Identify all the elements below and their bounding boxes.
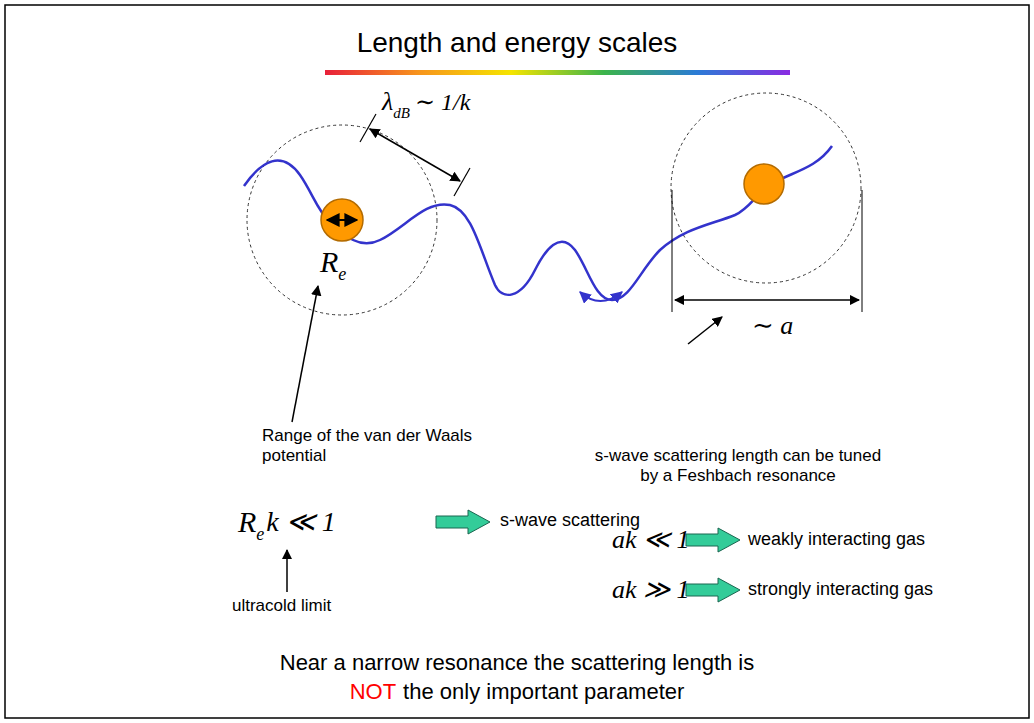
wavelength-symbol: λ — [382, 86, 393, 117]
conclusion-text: the only important parameter — [403, 679, 684, 705]
result-text: strongly interacting gas — [748, 579, 933, 601]
condition-formula: ak ≫ 1 — [612, 574, 690, 605]
result-text: weakly interacting gas — [748, 529, 925, 551]
leader-arrow — [292, 286, 318, 422]
callout-text: Range of the van der Waals potential — [262, 426, 497, 467]
subscript: e — [256, 524, 264, 546]
scattering-arrow — [580, 292, 622, 301]
atom — [321, 199, 363, 241]
wavelength-tick — [360, 114, 376, 142]
wave-function — [244, 146, 832, 300]
subscript: dB — [393, 104, 410, 122]
note-text: ultracold limit — [232, 596, 331, 616]
wavelength-arrow — [370, 129, 460, 181]
implies-arrow — [436, 510, 490, 534]
subscript: e — [338, 264, 346, 286]
implies-arrow — [686, 528, 740, 552]
callout-text: s-wave scattering length can be tuned by… — [588, 446, 888, 487]
wavelength-tick — [454, 168, 470, 196]
scattering-length-symbol: ∼ a — [752, 310, 793, 341]
condition-symbol: R — [238, 504, 256, 540]
leader-arrow — [688, 317, 722, 344]
slide-frame — [5, 5, 1029, 718]
condition-formula: k ≪ 1 — [266, 505, 335, 539]
emphasis-text: NOT — [350, 679, 396, 705]
wavelength-value: ∼ 1/k — [415, 88, 470, 117]
bracket-line — [672, 190, 673, 312]
scattering-length-circle — [671, 93, 861, 283]
implies-arrow — [686, 578, 740, 602]
rainbow-underline — [325, 70, 790, 75]
leader-arrow — [286, 550, 288, 592]
slide-title: Length and energy scales — [357, 26, 678, 60]
atom — [744, 164, 784, 204]
range-arrow — [327, 219, 357, 221]
conclusion-text: Near a narrow resonance the scattering l… — [280, 650, 754, 676]
bracket-line — [862, 190, 863, 312]
scattering-length-arrow — [675, 299, 859, 301]
condition-formula: ak ≪ 1 — [612, 524, 690, 555]
range-symbol: R — [320, 244, 338, 280]
